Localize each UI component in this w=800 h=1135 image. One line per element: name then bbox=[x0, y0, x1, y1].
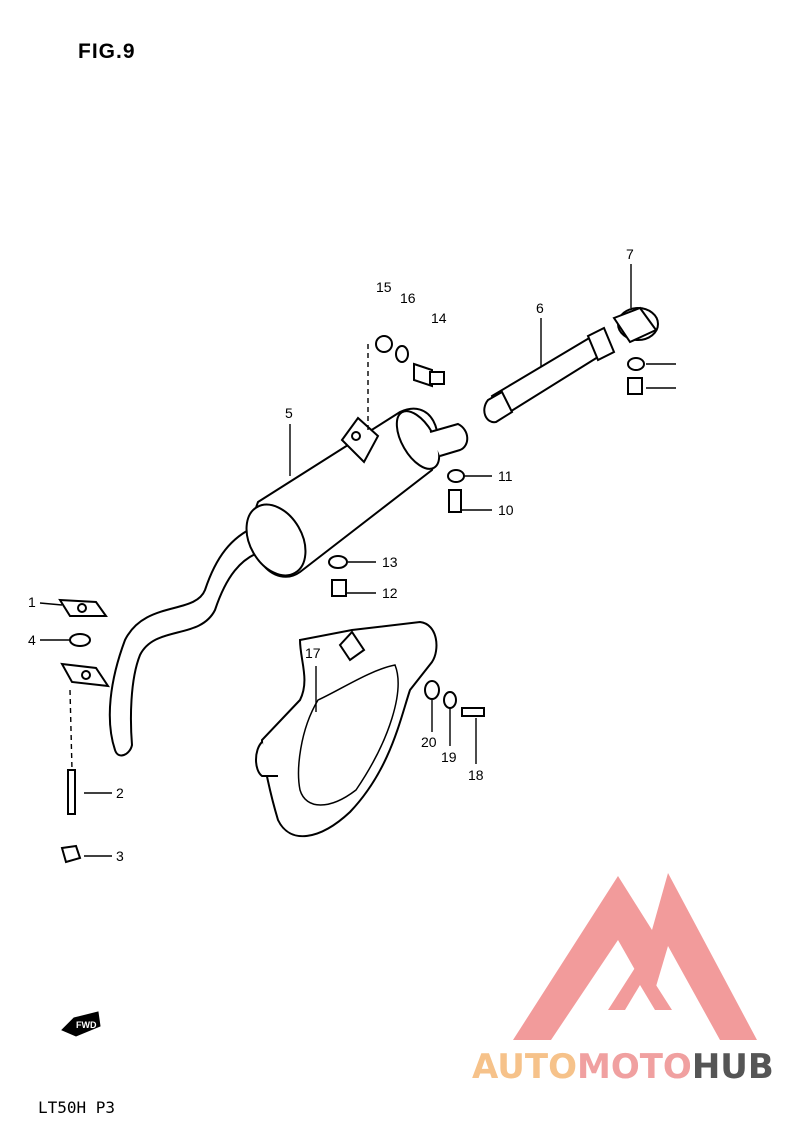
flange-plate bbox=[60, 662, 111, 688]
callout-7: 7 bbox=[626, 246, 634, 262]
gasket-4 bbox=[69, 633, 91, 647]
bolt-14 bbox=[413, 362, 445, 388]
fwd-label: FWD bbox=[76, 1020, 97, 1030]
callout-14: 14 bbox=[431, 310, 447, 326]
stud-bolt-2 bbox=[67, 769, 76, 815]
washer-16 bbox=[395, 345, 409, 363]
muffler-body bbox=[245, 407, 469, 578]
washer-20 bbox=[424, 680, 440, 700]
washer-19 bbox=[443, 691, 457, 709]
callout-1: 1 bbox=[28, 594, 36, 610]
callout-5: 5 bbox=[285, 405, 293, 421]
callout-17: 17 bbox=[305, 645, 321, 661]
washer-11 bbox=[447, 469, 465, 483]
nut-3 bbox=[60, 844, 82, 864]
heat-shield bbox=[255, 620, 438, 838]
cap-screws bbox=[627, 357, 645, 395]
bolt-12 bbox=[331, 579, 347, 597]
callout-20: 20 bbox=[421, 734, 437, 750]
watermark-text: AUTOMOTOHUB bbox=[472, 1047, 774, 1087]
callout-16: 16 bbox=[400, 290, 416, 306]
bolt-18 bbox=[461, 707, 485, 717]
callout-11: 11 bbox=[498, 468, 513, 484]
spark-arrester-cap bbox=[612, 306, 659, 344]
callout-3: 3 bbox=[116, 848, 124, 864]
tail-pipe bbox=[483, 326, 616, 424]
washer-15 bbox=[375, 335, 393, 353]
callout-19: 19 bbox=[441, 749, 457, 765]
forward-arrow-icon: FWD bbox=[61, 1011, 101, 1037]
gasket-1 bbox=[58, 598, 108, 617]
watermark-part2: MOTO bbox=[576, 1047, 692, 1087]
figure-title: FIG.9 bbox=[78, 40, 136, 63]
watermark-part1: AUTO bbox=[472, 1047, 577, 1087]
model-code: LT50H P3 bbox=[38, 1098, 116, 1117]
exhaust-head-pipe bbox=[108, 523, 269, 757]
washer-13 bbox=[328, 555, 348, 569]
watermark-part3: HUB bbox=[691, 1047, 774, 1087]
callout-2: 2 bbox=[116, 785, 124, 801]
callout-18: 18 bbox=[468, 767, 484, 783]
bolt-10 bbox=[448, 489, 462, 513]
callout-12: 12 bbox=[382, 585, 398, 601]
watermark-logo-icon bbox=[513, 873, 757, 1040]
callout-13: 13 bbox=[382, 554, 398, 570]
callout-6: 6 bbox=[536, 300, 544, 316]
callout-10: 10 bbox=[498, 502, 514, 518]
callout-4: 4 bbox=[28, 632, 36, 648]
callout-15: 15 bbox=[376, 279, 392, 295]
